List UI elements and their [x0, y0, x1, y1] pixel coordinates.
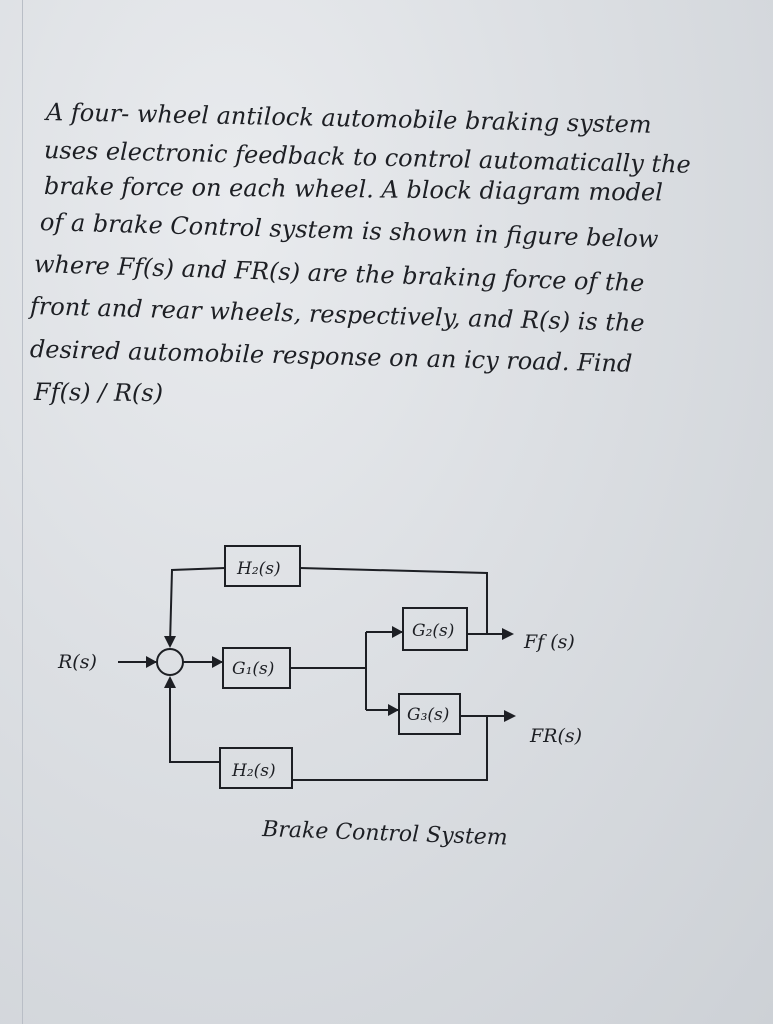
g3-block [398, 693, 461, 735]
branch-to-g3-arrowhead [388, 704, 399, 716]
bottom-feedback-arrowhead [164, 676, 176, 688]
g2-label: G₂(s) [412, 621, 454, 641]
bottom-feedback-path [292, 716, 488, 781]
input-label: R(s) [57, 651, 97, 673]
top-feedback-arrowhead [164, 636, 176, 648]
top-feedback-return [169, 567, 226, 645]
g2-block [402, 607, 468, 651]
output-front-label: Ff (s) [523, 631, 575, 653]
diagram-caption: Brake Control System [261, 817, 508, 851]
sum-to-g1-arrowhead [212, 656, 223, 668]
h2-top-label: H₂(s) [236, 559, 281, 579]
h2-bottom-block [219, 747, 293, 789]
bottom-feedback-return [169, 680, 220, 763]
input-arrowhead [146, 656, 157, 668]
output-rear-label: FR(s) [529, 725, 582, 747]
g3-output-arrowhead [504, 710, 516, 722]
h2-top-block [224, 545, 301, 587]
g1-label: G₁(s) [232, 659, 274, 679]
summing-junction [156, 648, 184, 676]
top-feedback-path [299, 567, 488, 634]
h2-bottom-label: H₂(s) [231, 761, 276, 781]
paper-margin-line [22, 0, 23, 1024]
g2-output-arrowhead [502, 628, 514, 640]
g3-label: G₃(s) [407, 705, 449, 725]
branch-to-g2-arrowhead [392, 626, 403, 638]
